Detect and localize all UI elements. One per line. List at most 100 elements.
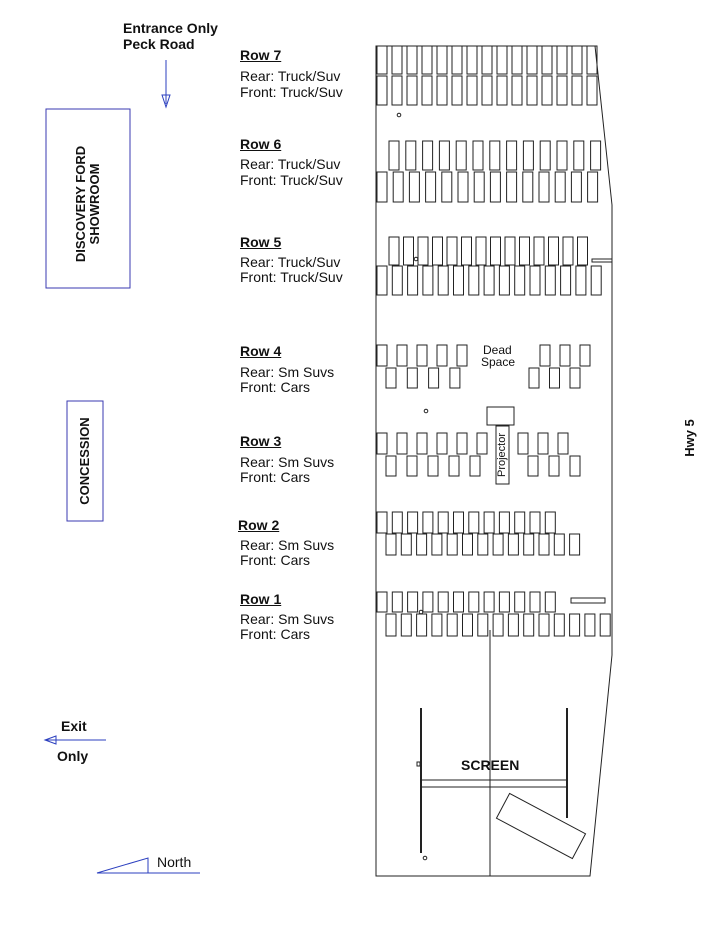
stall-row1-rear (422, 591, 434, 613)
stall-row5-rear (403, 236, 414, 266)
stall-row2-rear (422, 511, 434, 534)
stall-row2-front (507, 533, 519, 556)
stall-row6-rear (590, 140, 602, 171)
stall-row1-rear (544, 591, 556, 613)
stall-row5-rear (446, 236, 458, 266)
stall-row5-front (560, 265, 572, 296)
stall-row1-rear (468, 591, 480, 613)
row-6-front: Front: Truck/Suv (240, 172, 343, 188)
stall-row3-rear-right (537, 432, 549, 455)
stall-row7-rear (526, 45, 538, 75)
stall-row2-rear (468, 511, 480, 534)
stall-row7-rear (586, 45, 598, 75)
stall-row4-front-left (428, 367, 440, 389)
stall-row3-rear-left (416, 432, 428, 455)
stall-row5-rear (490, 236, 501, 266)
stall-row2-rear (376, 511, 388, 534)
stall-row7-front (376, 75, 388, 106)
stall-row2-front (431, 533, 443, 556)
stall-row4-rear-left (396, 344, 408, 367)
stall-row7-rear (376, 45, 388, 75)
stall-row3-rear-right (557, 432, 569, 455)
stall-row1-front (385, 613, 397, 637)
stall-row3-front-left (406, 455, 418, 477)
stall-row7-front (391, 75, 403, 106)
stall-row2-front (446, 533, 458, 556)
row-4-title: Row 4 (240, 343, 282, 359)
stall-row5-rear (577, 236, 588, 266)
stall-row6-rear (405, 140, 417, 171)
stall-row5-rear (388, 236, 400, 266)
row-7-rear: Rear: Truck/Suv (240, 68, 341, 84)
stall-row1-rear (407, 591, 419, 613)
stall-row2-rear (437, 511, 449, 534)
stall-row1-front (416, 613, 428, 637)
stall-row4-rear-left (416, 344, 428, 367)
row-2-front: Front: Cars (240, 552, 311, 568)
stall-row6-front (457, 171, 469, 203)
stall-row6-front (392, 171, 404, 203)
marker-dot (422, 855, 428, 861)
stall-row7-front (421, 75, 433, 106)
entrance-label-line1: Entrance Only (123, 20, 218, 36)
stall-row4-front-left (385, 367, 397, 389)
stall-row2-front (416, 533, 428, 556)
stall-row4-rear-right (539, 344, 551, 367)
stall-row1-front (492, 613, 504, 637)
row-5-rear: Rear: Truck/Suv (240, 254, 341, 270)
stall-row3-front-right (548, 455, 560, 477)
stall-row5-front (422, 265, 434, 296)
stall-row7-rear (406, 45, 418, 75)
entrance-arrow-head (161, 94, 171, 109)
stall-row7-rear (556, 45, 568, 75)
stall-row1-front (431, 613, 443, 637)
stall-row7-front (496, 75, 508, 106)
stall-row7-front (571, 75, 583, 106)
stall-row7-front (406, 75, 418, 106)
stall-row6-rear (506, 140, 518, 171)
stall-row6-front (408, 171, 420, 203)
stall-row5-rear (548, 236, 559, 266)
stall-row6-front (425, 171, 437, 203)
stall-row6-front (570, 171, 582, 203)
stall-row2-rear (391, 511, 403, 534)
stall-row7-rear (481, 45, 493, 75)
stall-row7-rear (466, 45, 478, 75)
showroom-label-line2: SHOWROOM (87, 163, 102, 245)
row-7-title: Row 7 (240, 47, 282, 63)
showroom-label-line1: DISCOVERY FORD (73, 145, 88, 263)
exit-arrow-head (43, 735, 57, 745)
stall-row3-front-right (569, 455, 581, 477)
stall-row3-front-left (427, 455, 439, 477)
row-6-rear: Rear: Truck/Suv (240, 156, 341, 172)
row-3-front: Front: Cars (240, 469, 311, 485)
stall-row6-front (473, 171, 485, 203)
stall-row6-rear (422, 140, 434, 171)
stall-row5-front (498, 265, 510, 296)
marker-box (416, 761, 421, 767)
row-5-front: Front: Truck/Suv (240, 269, 343, 285)
stall-row5-rear (461, 236, 472, 266)
stall-row6-rear (489, 140, 501, 171)
stall-row2-front (400, 533, 412, 556)
concession-label: CONCESSION (77, 417, 92, 505)
stall-row6-front (441, 171, 453, 203)
stall-row1-front (553, 613, 565, 637)
highway-label: Hwy 5 (682, 419, 697, 457)
stall-row2-front (538, 533, 550, 556)
marker-dot (418, 609, 424, 615)
stall-row1-rear (453, 591, 464, 613)
stall-row7-rear (541, 45, 553, 75)
stall-row7-rear (451, 45, 463, 75)
row-2-rear: Rear: Sm Suvs (240, 537, 335, 553)
stall-row3-front-left (385, 455, 397, 477)
stall-row1-rear (529, 591, 541, 613)
stall-row5-front (590, 265, 602, 296)
stall-row7-rear (511, 45, 523, 75)
stall-row1-rear (376, 591, 388, 613)
stall-row2-front (477, 533, 489, 556)
stall-row4-rear-right (559, 344, 571, 367)
marker-dot (413, 256, 419, 262)
stall-row7-front (451, 75, 463, 106)
